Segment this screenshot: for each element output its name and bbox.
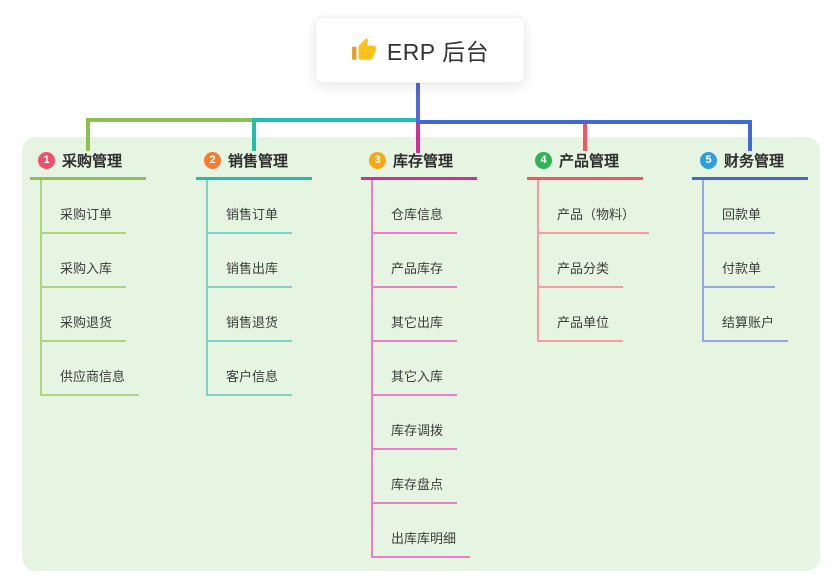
connector-root-stem — [416, 81, 420, 121]
root-node[interactable]: ERP 后台 — [315, 17, 525, 83]
branch-badge-1: 1 — [38, 152, 55, 169]
child-item[interactable]: 库存调拨 — [373, 396, 458, 450]
connector-drop-branch-5 — [748, 120, 752, 151]
child-item[interactable]: 结算账户 — [704, 288, 789, 342]
branch-column-5: 5 财务管理回款单付款单结算账户 — [692, 146, 839, 342]
branch-column-4: 4 产品管理产品（物料）产品分类产品单位 — [527, 146, 689, 342]
child-item[interactable]: 回款单 — [704, 180, 776, 234]
child-item[interactable]: 产品单位 — [539, 288, 624, 342]
branch-label-3[interactable]: 3 库存管理 — [361, 146, 477, 180]
child-item[interactable]: 客户信息 — [208, 342, 293, 396]
branch-label-text: 销售管理 — [228, 153, 289, 170]
child-item[interactable]: 销售出库 — [208, 234, 293, 288]
connector-drop-branch-3 — [416, 120, 420, 153]
child-item[interactable]: 产品分类 — [539, 234, 624, 288]
branch-column-1: 1 采购管理采购订单采购入库采购退货供应商信息 — [30, 146, 192, 396]
child-item[interactable]: 产品库存 — [373, 234, 458, 288]
child-item[interactable]: 其它入库 — [373, 342, 458, 396]
child-item[interactable]: 库存盘点 — [373, 450, 458, 504]
child-item[interactable]: 采购入库 — [42, 234, 127, 288]
child-item[interactable]: 出库库明细 — [373, 504, 471, 558]
child-item[interactable]: 采购订单 — [42, 180, 127, 234]
child-item[interactable]: 采购退货 — [42, 288, 127, 342]
child-item[interactable]: 销售退货 — [208, 288, 293, 342]
connector-drop-branch-4 — [583, 120, 587, 151]
connector-horizontal-left — [86, 118, 256, 122]
child-item[interactable]: 付款单 — [704, 234, 776, 288]
branch-label-2[interactable]: 2 销售管理 — [196, 146, 312, 180]
branch-badge-4: 4 — [535, 152, 552, 169]
mindmap-panel — [22, 137, 820, 571]
branch-label-text: 产品管理 — [559, 153, 620, 170]
child-item[interactable]: 仓库信息 — [373, 180, 458, 234]
branch-children-5: 回款单付款单结算账户 — [702, 180, 839, 342]
branch-badge-5: 5 — [700, 152, 717, 169]
connector-drop-branch-2 — [252, 118, 256, 151]
connector-drop-branch-1 — [86, 118, 90, 151]
connector-horizontal-right — [416, 120, 752, 124]
branch-label-text: 库存管理 — [393, 153, 454, 170]
child-item[interactable]: 其它出库 — [373, 288, 458, 342]
branch-label-1[interactable]: 1 采购管理 — [30, 146, 146, 180]
root-title: ERP 后台 — [386, 39, 490, 65]
branch-children-1: 采购订单采购入库采购退货供应商信息 — [40, 180, 192, 396]
branch-badge-2: 2 — [204, 152, 221, 169]
branch-badge-3: 3 — [369, 152, 386, 169]
branch-children-2: 销售订单销售出库销售退货客户信息 — [206, 180, 358, 396]
thumbs-up-icon — [351, 38, 376, 60]
branch-children-3: 仓库信息产品库存其它出库其它入库库存调拨库存盘点出库库明细 — [371, 180, 523, 558]
branch-label-5[interactable]: 5 财务管理 — [692, 146, 808, 180]
branch-column-3: 3 库存管理仓库信息产品库存其它出库其它入库库存调拨库存盘点出库库明细 — [361, 146, 523, 558]
branch-column-2: 2 销售管理销售订单销售出库销售退货客户信息 — [196, 146, 358, 396]
child-item[interactable]: 供应商信息 — [42, 342, 140, 396]
branch-children-4: 产品（物料）产品分类产品单位 — [537, 180, 689, 342]
branch-label-text: 采购管理 — [62, 153, 123, 170]
connector-horizontal-center — [252, 118, 420, 122]
branch-label-4[interactable]: 4 产品管理 — [527, 146, 643, 180]
branch-label-text: 财务管理 — [724, 153, 785, 170]
child-item[interactable]: 销售订单 — [208, 180, 293, 234]
child-item[interactable]: 产品（物料） — [539, 180, 650, 234]
